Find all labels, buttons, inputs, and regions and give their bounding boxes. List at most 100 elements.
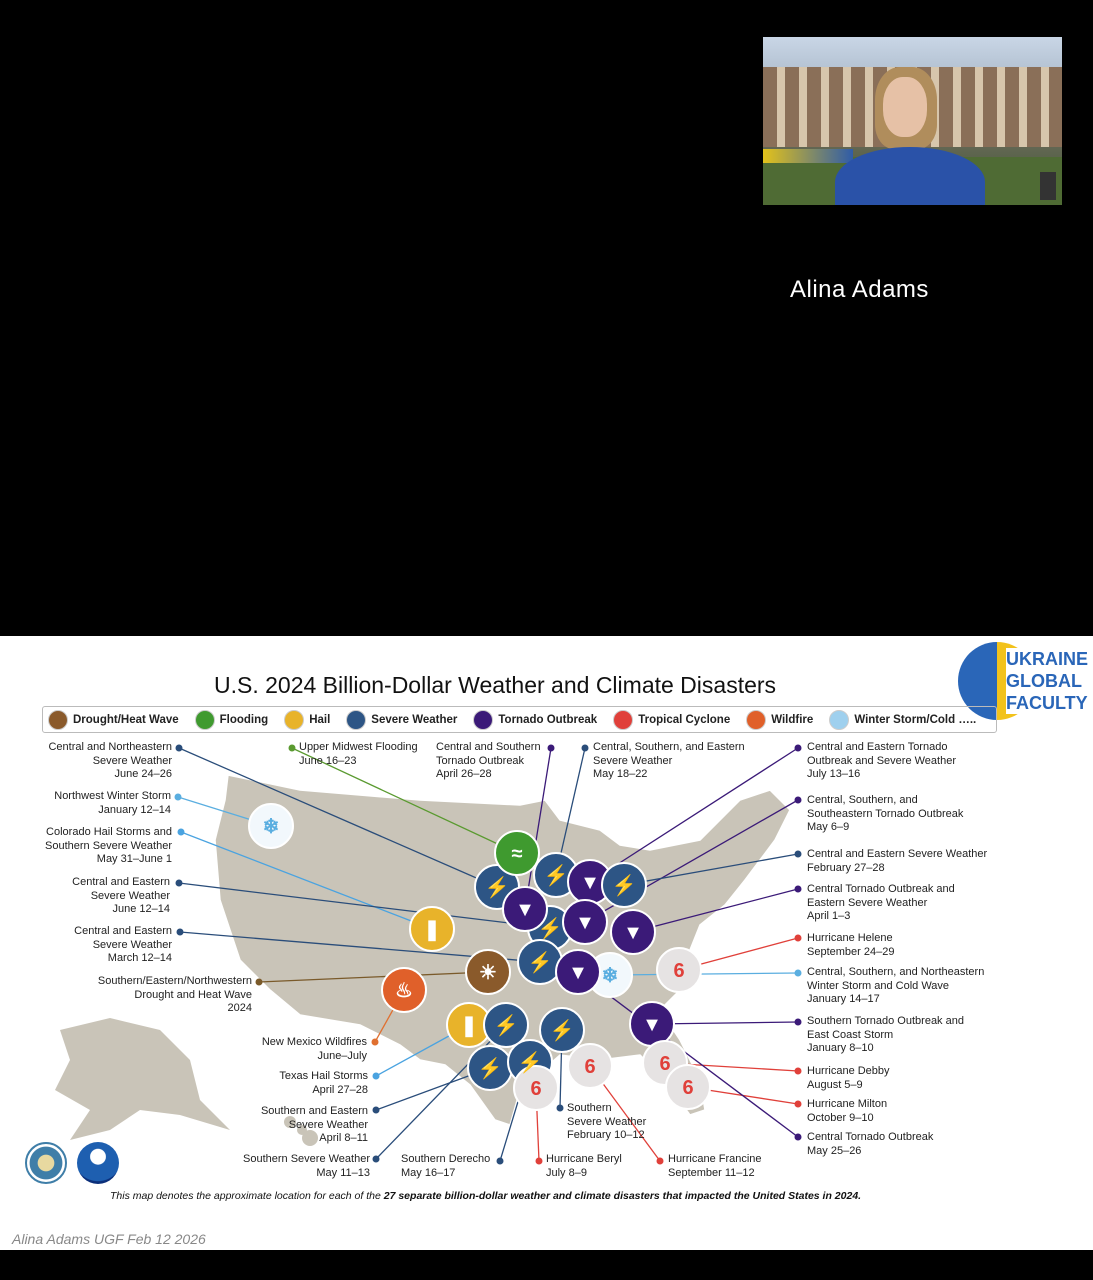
event-label-line: Hurricane Debby — [807, 1065, 890, 1077]
school-logo — [1040, 172, 1056, 200]
hail-icon: ❚ — [424, 919, 441, 942]
hawaii-island — [302, 1130, 318, 1146]
legend-item: Severe Weather — [346, 709, 457, 730]
tornado-icon: ▼ — [623, 922, 643, 944]
severe-weather-icon: ⚡ — [550, 1018, 575, 1042]
event-label-line: Hurricane Francine — [668, 1153, 762, 1165]
event-label-line: Severe Weather — [288, 1118, 368, 1131]
leader-line — [577, 971, 799, 1138]
participant-name: Alina Adams — [790, 276, 929, 303]
tornado-icon: ▼ — [580, 872, 600, 894]
event-label-line: April 1–3 — [807, 910, 851, 922]
leader-dot — [794, 885, 802, 893]
leader-dot — [177, 828, 185, 836]
leader-dot — [794, 850, 802, 858]
event-label-line: September 11–12 — [668, 1166, 755, 1179]
leader-dot — [794, 744, 802, 752]
event-label-line: Hurricane Milton — [807, 1098, 888, 1110]
wildfire-icon — [746, 709, 767, 730]
leader-dot — [794, 1100, 802, 1108]
leader-line — [623, 853, 799, 886]
event-label-line: Severe Weather — [92, 938, 172, 951]
winter-storm-icon: ❄ — [602, 965, 619, 987]
severe-weather-icon: ⚡ — [544, 863, 569, 887]
legend-label: Hail — [309, 713, 331, 726]
footnote-bold-text: 27 separate billion-dollar weather and c… — [383, 1190, 862, 1202]
legend-label: Wildfire — [771, 713, 814, 726]
slide-title: U.S. 2024 Billion-Dollar Weather and Cli… — [214, 672, 777, 698]
event-label-line: Central and Northeastern — [48, 741, 172, 753]
leader-dot — [174, 793, 182, 801]
severe-weather-icon: ⚡ — [485, 875, 510, 899]
drought-disc — [465, 949, 511, 995]
event-label-line: Northwest Winter Storm — [54, 790, 171, 802]
leader-dot — [255, 978, 263, 986]
participant-video-tile[interactable] — [763, 37, 1062, 205]
tropical-cyclone-icon: 6 — [530, 1078, 541, 1100]
event-label-line: Severe Weather — [90, 889, 170, 902]
tropical-cyclone-icon: 6 — [673, 960, 684, 982]
event-label-line: August 5–9 — [807, 1078, 863, 1091]
event-label-line: Southern/Eastern/Northwestern — [97, 975, 252, 987]
event-label-line: May 18–22 — [593, 768, 648, 780]
map-footnote: This map denotes the approximate locatio… — [110, 1190, 861, 1202]
tropical-cyclone-icon: 6 — [584, 1056, 595, 1078]
leader-line — [632, 888, 799, 933]
tropical-cyclone-icon: 6 — [659, 1053, 670, 1075]
video-background-banner — [763, 149, 853, 163]
event-label-line: Winter Storm and Cold Wave — [807, 979, 950, 992]
footnote-text: This map denotes the approximate locatio… — [110, 1190, 384, 1202]
icon-discs — [248, 803, 711, 1111]
event-label-line: Severe Weather — [92, 754, 172, 767]
event-label-line: Central Tornado Outbreak — [807, 1131, 934, 1143]
leader-dot — [794, 1067, 802, 1075]
leader-dot — [794, 969, 802, 977]
leader-line — [258, 971, 489, 983]
noaa-logo — [77, 1142, 119, 1184]
legend-item: Wildfire — [746, 709, 814, 730]
event-label-line: February 27–28 — [807, 861, 885, 874]
leader-dot — [794, 1018, 802, 1026]
event-label-line: Severe Weather — [593, 754, 673, 767]
event-label-line: Hurricane Helene — [807, 932, 893, 944]
event-label-line: June 16–23 — [299, 754, 357, 767]
event-label-line: Texas Hail Storms — [279, 1070, 368, 1082]
event-label-line: May 16–17 — [401, 1166, 456, 1179]
event-label-line: Southern and Eastern — [260, 1105, 368, 1117]
event-label-line: October 9–10 — [807, 1111, 874, 1124]
legend-item: Winter Storm/Cold ….. — [829, 709, 976, 730]
event-label-line: July 13–16 — [807, 768, 861, 780]
tornado-icon: ▼ — [642, 1014, 662, 1036]
flooding-icon: ≈ — [512, 843, 523, 865]
leader-dot — [794, 796, 802, 804]
tropical-cyclone-icon: 6 — [682, 1077, 693, 1099]
tornado-icon: ▼ — [568, 962, 588, 984]
leader-dot — [496, 1157, 504, 1165]
event-label-line: Central and Eastern — [72, 876, 170, 888]
event-label-line: June–July — [317, 1049, 367, 1062]
drought-icon: ☀ — [479, 962, 497, 984]
severe-weather-icon: ⚡ — [538, 916, 563, 940]
leader-dot — [535, 1157, 543, 1165]
wildfire-icon: ♨ — [395, 980, 413, 1002]
severe-weather-icon: ⚡ — [612, 873, 637, 897]
event-label-line: New Mexico Wildfires — [261, 1036, 367, 1048]
leader-line — [651, 1021, 799, 1025]
event-label-line: Southern — [567, 1102, 612, 1114]
event-label-line: Central and Eastern Tornado — [807, 741, 948, 753]
event-label-line: January 8–10 — [807, 1042, 874, 1054]
leader-dot — [656, 1157, 664, 1165]
